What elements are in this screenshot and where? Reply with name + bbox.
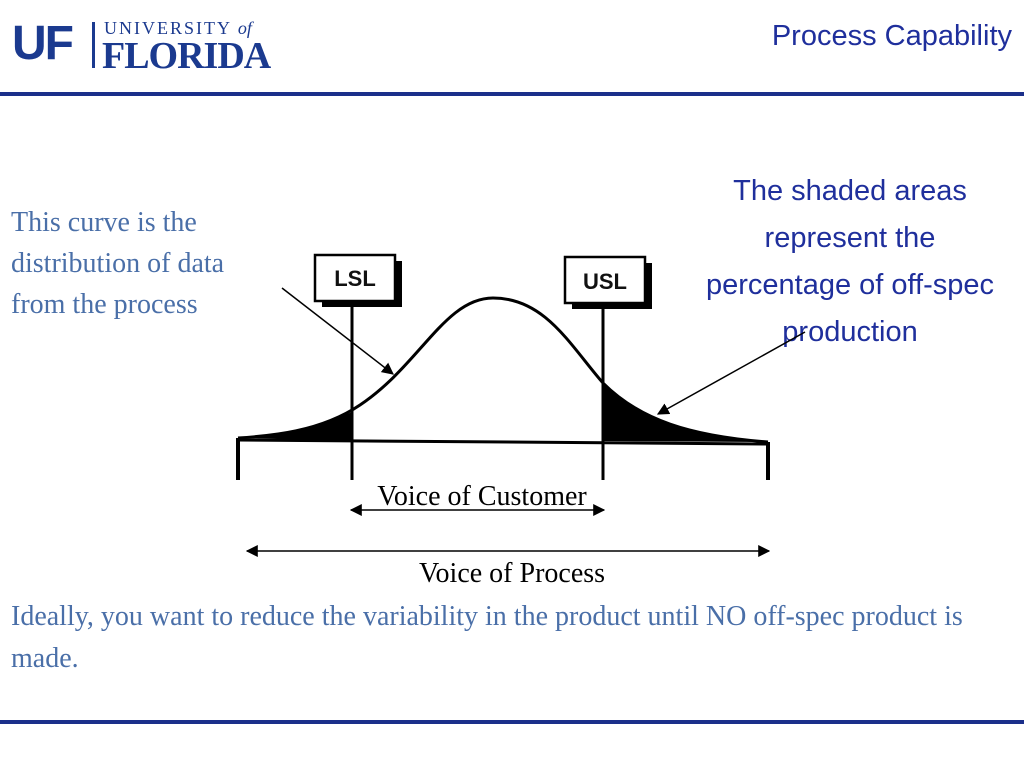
usl-label-box — [563, 255, 647, 305]
right-tail-shaded-area — [603, 383, 768, 442]
lsl-label-box — [313, 253, 397, 303]
slide-title: Process Capability — [771, 20, 1012, 52]
curve-explanation-text: This curve is the distribution of data f… — [11, 207, 225, 320]
logo-university-text: UNIVERSITY of — [104, 18, 252, 38]
footer-rule — [0, 720, 1024, 724]
lsl-label: LSL — [334, 266, 376, 291]
voice-of-process-label: Voice of Process — [419, 558, 605, 589]
header-rule — [0, 92, 1024, 96]
variability-reduction-text: Ideally, you want to reduce the variabil… — [11, 601, 963, 674]
logo-uf-mark: UF — [12, 17, 74, 70]
shaded-area-explanation-text: The shaded areas represent the percentag… — [705, 175, 995, 348]
tail-pointer-arrow — [656, 331, 806, 415]
university-logo: UF UNIVERSITY of FLORIDA — [12, 16, 302, 77]
logo-florida-text: FLORIDA — [102, 35, 271, 77]
logo-divider — [92, 22, 95, 68]
usl-label: USL — [583, 269, 627, 294]
distribution-curve — [237, 296, 769, 444]
baseline — [237, 438, 769, 446]
left-tail-shaded-area — [238, 412, 352, 441]
voice-of-customer-label: Voice of Customer — [377, 481, 587, 512]
curve-pointer-arrow — [281, 287, 394, 375]
